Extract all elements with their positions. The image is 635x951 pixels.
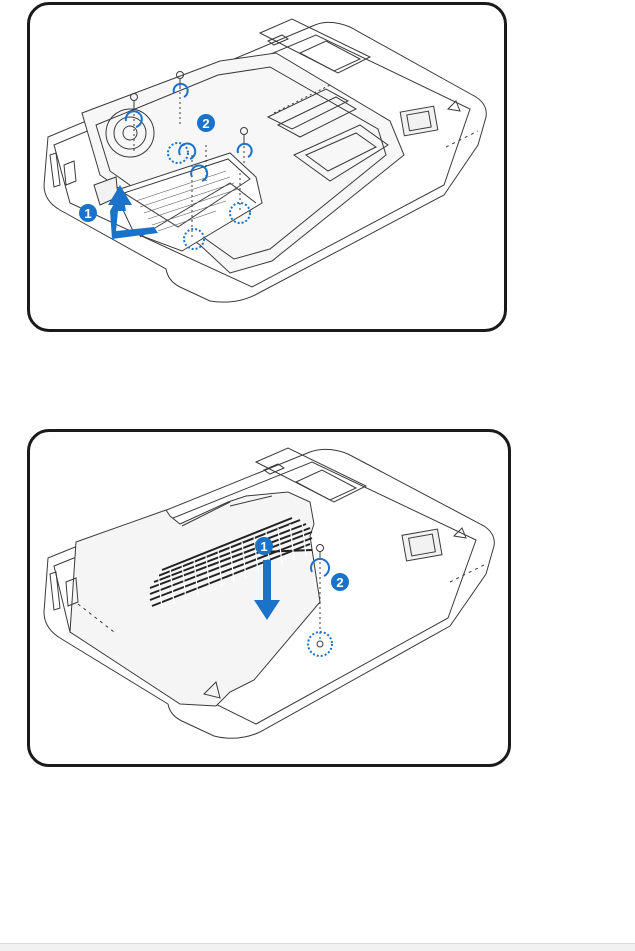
step-marker-1: 1 (79, 204, 97, 222)
figure-replace-cover: 1 2 (27, 429, 511, 767)
svg-text:2: 2 (202, 116, 209, 131)
step-marker-2: 2 (331, 573, 349, 591)
svg-text:2: 2 (336, 575, 343, 590)
svg-text:1: 1 (260, 539, 267, 554)
laptop-underside-open-illustration: 1 2 (30, 5, 507, 332)
step-marker-1: 1 (255, 537, 273, 555)
figure-remove-hdd: 1 2 (27, 2, 507, 332)
laptop-underside-closed-illustration: 1 2 (30, 432, 511, 767)
svg-text:1: 1 (84, 206, 91, 221)
step-marker-2: 2 (197, 114, 215, 132)
